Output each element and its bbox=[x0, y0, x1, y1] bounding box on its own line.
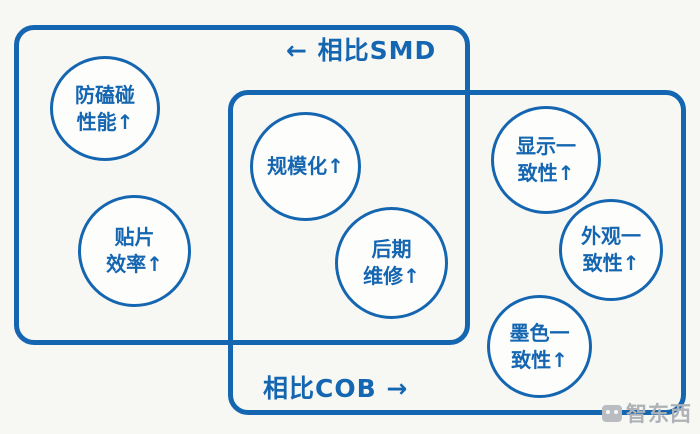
bubble-text-line: 显示一 bbox=[516, 134, 576, 158]
smd-group-outline bbox=[14, 25, 470, 345]
bubble-ink-color-consistency: 墨色一 致性↑ bbox=[487, 295, 592, 398]
bubble-text-line: 外观一 bbox=[581, 224, 641, 248]
bubble-later-maintenance: 后期 维修↑ bbox=[335, 207, 448, 319]
bubble-text-line: 贴片 bbox=[114, 225, 155, 249]
bubble-scalability: 规模化↑ bbox=[250, 112, 361, 221]
bubble-text-line: 维修↑ bbox=[363, 264, 420, 288]
bubble-text-line: 致性↑ bbox=[582, 251, 640, 275]
cob-group-outline bbox=[228, 90, 686, 415]
watermark-text: 智东西 bbox=[626, 402, 692, 426]
bubble-text-line: 防磕碰 bbox=[75, 82, 135, 107]
bubble-text-line: 效率↑ bbox=[106, 252, 163, 276]
bubble-text-line: 规模化↑ bbox=[267, 154, 344, 178]
bubble-text-line: 后期 bbox=[371, 237, 412, 261]
smd-group-label: ← 相比SMD bbox=[286, 36, 437, 65]
cob-group-label: 相比COB → bbox=[263, 374, 409, 403]
bubble-appearance-consistency: 外观一 致性↑ bbox=[559, 199, 663, 301]
bubble-text-line: 致性↑ bbox=[517, 161, 575, 185]
bubble-text-line: 性能↑ bbox=[76, 109, 134, 134]
bubble-anti-collision-performance: 防磕碰 性能↑ bbox=[50, 56, 160, 161]
bubble-smt-efficiency: 贴片 效率↑ bbox=[78, 195, 191, 307]
watermark-logo-icon bbox=[602, 404, 622, 422]
bubble-text-line: 墨色一 bbox=[509, 320, 570, 345]
bubble-text-line: 致性↑ bbox=[511, 347, 568, 372]
watermark: 智东西 bbox=[602, 398, 692, 428]
bubble-display-consistency: 显示一 致性↑ bbox=[491, 106, 601, 214]
